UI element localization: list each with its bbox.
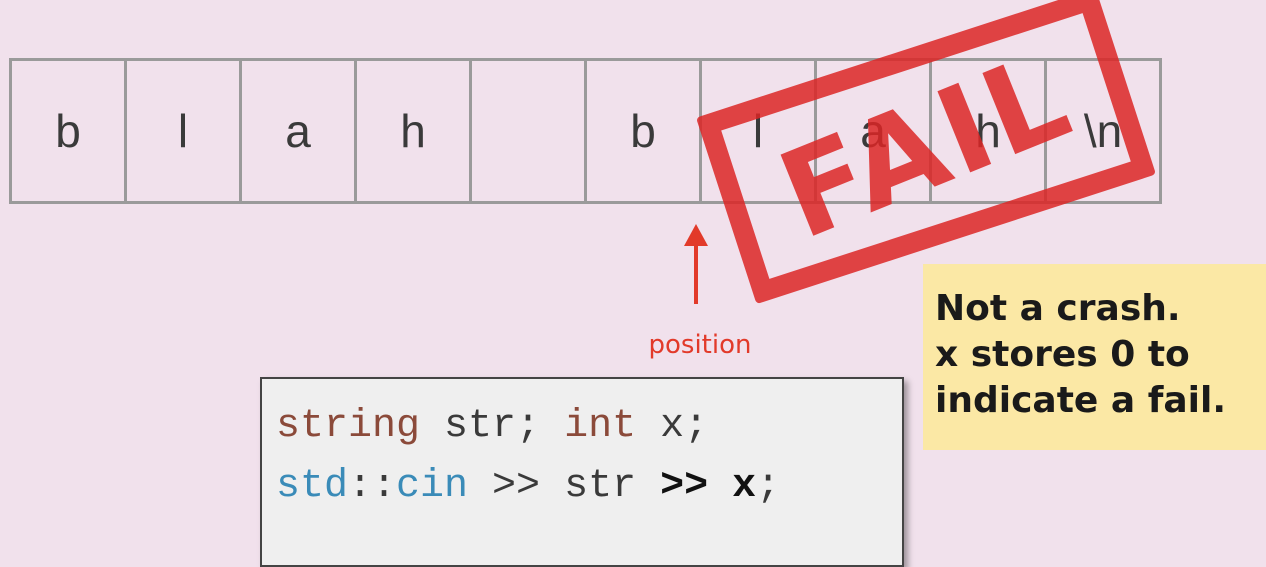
code-namespace: std [276,464,349,509]
code-bold-extract: >> x [660,464,757,509]
buffer-cell: \n [1047,61,1162,201]
note-line: indicate a fail. [935,380,1227,421]
code-text: >> str [468,464,661,509]
note-line: Not a crash. [935,288,1181,329]
buffer-cell: b [12,61,127,201]
note-line: x stores 0 to [935,334,1190,375]
code-line-1: string str; int x; [276,397,902,457]
position-label: position [648,330,752,360]
code-text: ; [756,464,781,509]
code-object: cin [396,464,469,509]
position-arrow-icon [684,224,708,304]
code-snippet: string str; int x; std::cin >> str >> x; [260,377,904,567]
buffer-cell: a [242,61,357,201]
buffer-cell [472,61,587,201]
buffer-cell: l [127,61,242,201]
buffer-cell: h [932,61,1047,201]
buffer-cell: h [357,61,472,201]
fail-stamp: FAIL [695,0,1157,305]
buffer-cell: b [587,61,702,201]
buffer-cell: l [702,61,817,201]
explanation-note: Not a crash. x stores 0 to indicate a fa… [923,264,1266,450]
code-text: str; [420,404,565,449]
code-type-int: int [564,404,637,449]
code-sep: :: [348,464,397,509]
code-line-2: std::cin >> str >> x; [276,457,902,517]
code-text: x; [636,404,709,449]
code-type-string: string [276,404,421,449]
character-buffer: b l a h b l a h \n [9,58,1162,204]
buffer-cell: a [817,61,932,201]
